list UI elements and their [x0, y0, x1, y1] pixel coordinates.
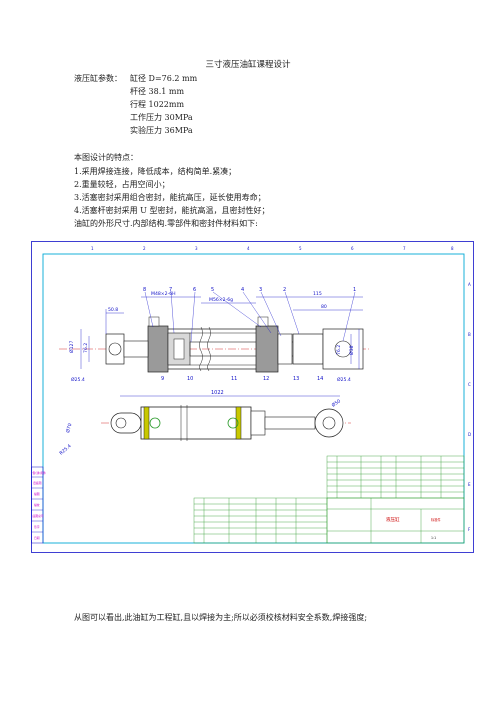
- zone-letter: B: [468, 332, 471, 337]
- dim-right-length-2: 80: [321, 304, 327, 310]
- dim-right-height: 76.2: [336, 345, 342, 355]
- part-number: 12: [263, 376, 269, 382]
- feature-item: 1.采用焊接连接，降低成本，结构简单.紧凑；: [74, 167, 237, 176]
- title-block: 液压缸 标准件 1:1: [326, 497, 465, 544]
- stamp-label: 借(通)用件: [33, 471, 47, 475]
- dim-left-height-2: 76.2: [83, 343, 89, 353]
- stamp-label: 底图总号: [33, 514, 44, 518]
- outside-view: 1022 Ø70 R25.4 Ø50: [58, 390, 351, 457]
- callout-leaders: [144, 291, 356, 343]
- part-number: 5: [211, 287, 214, 293]
- zone-letter: D: [468, 432, 471, 437]
- section-view: [59, 316, 371, 373]
- zone-letters: A B C D E F: [468, 282, 471, 532]
- dim-right-length: 115: [313, 291, 322, 297]
- section-dim-texts: 50.8 M48×2-6H M56×2-6g 115 80 Ø127 76.2 …: [68, 291, 355, 383]
- dim-thread: M48×2-6H: [151, 291, 176, 297]
- params-label: 液压缸参数：: [74, 74, 122, 83]
- zone-letter: A: [468, 282, 471, 287]
- zone-numbers: 1 2 3 4 5 6 7 8: [91, 246, 454, 251]
- zone-number: 6: [351, 246, 354, 251]
- title-block-scale: 1:1: [431, 536, 436, 540]
- title-block-drawing-no: 标准件: [431, 517, 441, 522]
- zone-number: 4: [247, 246, 250, 251]
- dim-radius: R25.4: [58, 443, 72, 456]
- part-number: 9: [161, 376, 164, 382]
- feature-item: 3.活塞密封采用组合密封，能抗高压，延长使用寿命；: [74, 193, 266, 202]
- section-dimensions: [80, 296, 363, 369]
- zone-letter: F: [468, 527, 471, 532]
- param-working-pressure: 工作压力 30MPa: [130, 113, 193, 122]
- stamp-label: 日期: [34, 536, 40, 540]
- dim-port: M56×2-6g: [209, 297, 233, 303]
- param-bore: 缸径 D=76.2 mm: [130, 74, 198, 83]
- stamp-label: 描校: [34, 503, 40, 507]
- dim-left-height: Ø127: [68, 341, 75, 353]
- param-stroke: 行程 1022mm: [130, 100, 185, 109]
- part-number: 13: [293, 376, 299, 382]
- part-number: 6: [193, 287, 196, 293]
- part-number: 11: [231, 376, 237, 382]
- dim-overall-length: 1022: [211, 390, 224, 396]
- title-block-name: 液压缸: [386, 516, 400, 523]
- part-number: 4: [241, 287, 244, 293]
- left-stamp-column: 借(通)用件 旧底图 描图 描校 底图总号 签字 日期: [31, 466, 47, 544]
- part-number: 7: [169, 287, 172, 293]
- zone-number: 5: [299, 246, 302, 251]
- dim-eye: Ø50: [330, 397, 342, 408]
- zone-number: 2: [143, 246, 146, 251]
- drawing-outer-frame: [31, 241, 474, 553]
- dim-dia-right: Ø25.4: [337, 376, 351, 383]
- part-number: 10: [187, 376, 193, 382]
- parts-list-2: [193, 497, 328, 544]
- zone-number: 7: [403, 246, 406, 251]
- part-number: 2: [283, 287, 286, 293]
- stamp-label: 描图: [34, 492, 40, 496]
- zone-letter: E: [468, 482, 471, 487]
- param-test-pressure: 实验压力 36MPa: [130, 126, 193, 135]
- page-title: 三寸液压油缸课程设计: [205, 60, 291, 70]
- stamp-label: 旧底图: [33, 481, 42, 485]
- param-rod: 杆径 38.1 mm: [130, 87, 185, 96]
- part-number: 1: [353, 287, 356, 293]
- zone-number: 1: [91, 246, 94, 251]
- stamp-label: 签字: [34, 525, 40, 529]
- zone-number: 3: [195, 246, 198, 251]
- footer-note: 从图可以看出,此油缸为工程缸,且以焊接为主;所以必须校核材料安全系数,焊接强度;: [74, 613, 368, 622]
- part-callouts: 8 7 6 5 4 3 2 1 9 10 11 12 13 14: [143, 287, 356, 382]
- drawing-inner-frame: [42, 253, 465, 544]
- part-number: 8: [143, 287, 146, 293]
- feature-item: 油缸的外形尺寸.内部结构.零部件和密封件材料如下:: [74, 219, 258, 228]
- part-number: 14: [317, 376, 323, 382]
- feature-item: 2.重量较轻，占用空间小；: [74, 180, 170, 189]
- dim-phi: Ø38: [348, 345, 355, 355]
- dim-left-length: 50.8: [108, 307, 118, 313]
- parts-list: [326, 455, 465, 499]
- dim-dia-left: Ø25.4: [71, 376, 85, 383]
- features-heading: 本图设计的特点：: [74, 153, 138, 162]
- cylinder-assembly-drawing: 1 2 3 4 5 6 7 8 A B C D E F: [31, 241, 474, 553]
- dim-side: Ø70: [64, 422, 73, 433]
- part-number: 3: [259, 287, 262, 293]
- zone-letter: C: [468, 382, 471, 387]
- zone-number: 8: [451, 246, 454, 251]
- feature-item: 4.活塞杆密封采用 U 型密封，能抗高温，且密封性好；: [74, 206, 270, 215]
